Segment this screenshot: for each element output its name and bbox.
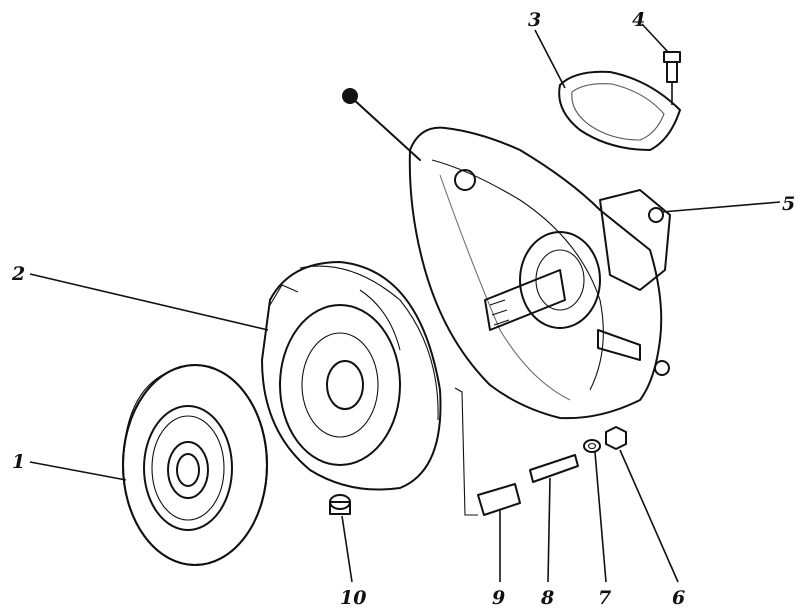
bolt-drawing (663, 51, 681, 83)
callout-4: 4 (632, 9, 645, 31)
callout-8: 8 (540, 587, 554, 609)
leader-10 (341, 515, 353, 583)
leader-1 (29, 461, 127, 481)
pressure-plate-drawing (261, 261, 442, 491)
callout-10: 10 (340, 587, 366, 609)
leader-3 (534, 29, 566, 89)
callout-2: 2 (11, 263, 25, 285)
callout-6: 6 (672, 587, 685, 609)
leader-lines (29, 23, 781, 583)
small-parts-drawing (329, 387, 627, 516)
leader-4 (641, 23, 673, 105)
callout-7: 7 (598, 587, 611, 609)
leader-2 (29, 273, 269, 331)
leader-8 (547, 477, 551, 583)
clutch-housing-drawing (342, 88, 671, 420)
leader-5 (661, 201, 781, 213)
callout-labels: 1 2 3 4 5 6 7 8 9 10 (11, 9, 795, 609)
clutch-disc-drawing (122, 364, 268, 566)
callout-1: 1 (12, 451, 25, 473)
cover-gasket-drawing (558, 70, 681, 151)
callout-3: 3 (528, 9, 541, 31)
leader-6 (619, 449, 679, 583)
leader-7 (594, 451, 607, 583)
callout-9: 9 (492, 587, 505, 609)
callout-5: 5 (782, 193, 795, 215)
